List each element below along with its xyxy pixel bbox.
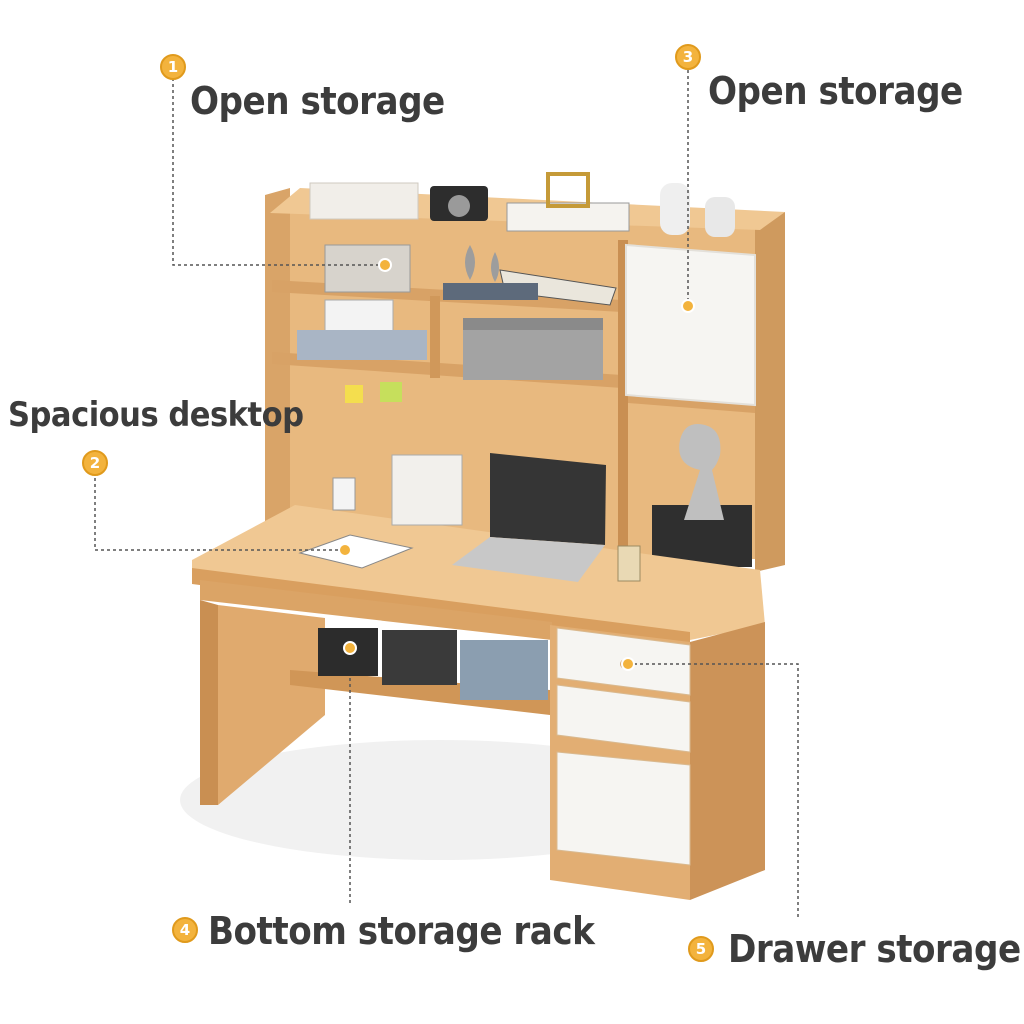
- callout-3-badge: 3: [675, 44, 701, 70]
- vase-pair: [465, 245, 499, 282]
- callout-4-badge: 4: [172, 917, 198, 943]
- drawer-2: [556, 684, 691, 753]
- leader-dot-3: [681, 299, 695, 313]
- callout-2-label: Spacious desktop: [8, 395, 304, 435]
- sticky-note-1: [345, 385, 363, 403]
- pencil-cup: [332, 477, 356, 511]
- leader-line-1: [172, 78, 385, 266]
- leader-line-5: [628, 663, 799, 918]
- laptop-base: [452, 537, 605, 582]
- rack-binders: [382, 630, 457, 685]
- hutch-left-side: [265, 188, 290, 548]
- radio-speaker: [324, 244, 411, 293]
- shelf-divider: [430, 296, 440, 378]
- bottom-rack: [290, 670, 550, 715]
- book-stack-left: [297, 330, 427, 360]
- white-vase-1: [660, 183, 690, 235]
- glass-cup: [617, 545, 641, 582]
- storage-box: [463, 325, 603, 380]
- rack-books: [460, 640, 548, 700]
- sticky-note-2: [380, 382, 402, 402]
- callout-5-label: Drawer storage: [728, 927, 1021, 971]
- drawer-cabinet-side: [690, 622, 765, 900]
- file-holder: [391, 454, 463, 526]
- camera-lens: [448, 195, 470, 217]
- leader-dot-5: [621, 657, 635, 671]
- callout-1-badge: 1: [160, 54, 186, 80]
- hutch-cabinet-door: [625, 243, 756, 407]
- white-box: [309, 182, 419, 220]
- open-notebook: [298, 534, 414, 569]
- leader-line-2: [94, 472, 345, 551]
- leader-dot-1: [378, 258, 392, 272]
- book-central-park-1: [443, 283, 538, 300]
- callout-1-label: Open storage: [190, 79, 445, 123]
- leader-dot-4: [343, 641, 357, 655]
- laptop-screen: [490, 453, 606, 545]
- desk-apron: [200, 580, 552, 640]
- digital-clock: [324, 299, 394, 335]
- leader-dot-2: [338, 543, 352, 557]
- desk-left-leg: [200, 600, 218, 805]
- hutch-right-side: [755, 212, 785, 572]
- desk-left-panel: [218, 605, 325, 805]
- white-vase-2: [705, 197, 735, 237]
- bust-sculpture: [679, 424, 724, 520]
- leader-lines: [94, 70, 799, 918]
- storage-box-lid: [463, 318, 603, 330]
- gold-frame: [546, 172, 590, 208]
- right-shelf: [628, 395, 755, 413]
- callout-5-badge: 5: [688, 936, 714, 962]
- callout-2-badge: 2: [82, 450, 108, 476]
- callout-3-label: Open storage: [708, 69, 963, 113]
- leader-dots: [338, 258, 695, 671]
- callout-4-label: Bottom storage rack: [208, 909, 595, 953]
- desk-top: [192, 505, 765, 640]
- drawer-3: [556, 751, 691, 866]
